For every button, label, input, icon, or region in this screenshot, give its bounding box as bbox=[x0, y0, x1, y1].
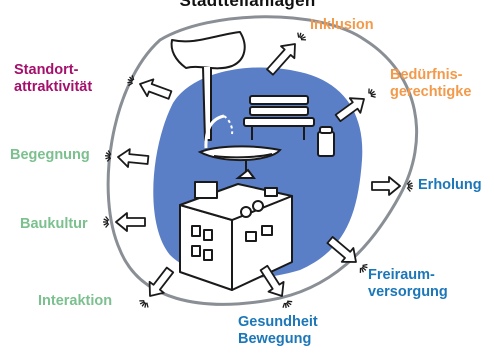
arrow-standortattraktivitaet bbox=[139, 78, 173, 100]
bench-icon bbox=[243, 95, 315, 140]
label-freiraumversorgung: Freiraum-versorgung bbox=[368, 267, 448, 300]
tree-icon bbox=[170, 31, 246, 141]
arrow-freiraumversorgung bbox=[326, 235, 357, 263]
label-baukultur: Baukultur bbox=[20, 216, 88, 232]
label-interaktion: Interaktion bbox=[38, 293, 113, 309]
arrow-beduerfnisgerechtigkeit-burst bbox=[368, 88, 376, 98]
arrow-begegnung-burst bbox=[105, 150, 112, 162]
arrow-inklusion bbox=[266, 43, 296, 76]
arrow-standortattraktivitaet-burst bbox=[127, 75, 135, 87]
arrow-gesundheit-bewegung bbox=[259, 264, 285, 297]
arrow-interaktion-burst bbox=[139, 300, 149, 308]
arrow-baukultur bbox=[115, 212, 146, 232]
label-inklusion: Inklusion bbox=[310, 17, 374, 33]
arrow-inklusion-burst bbox=[297, 32, 307, 41]
label-beduerfnisgerechtigkeit: Bedürfnis-gerechtigke bbox=[390, 67, 472, 100]
outer-frame bbox=[106, 15, 419, 306]
arrow-freiraumversorgung-burst bbox=[359, 263, 368, 273]
arrow-interaktion bbox=[148, 266, 175, 297]
building-icon bbox=[179, 181, 293, 291]
label-begegnung: Begegnung bbox=[10, 147, 90, 163]
arrow-beduerfnisgerechtigkeit bbox=[334, 97, 365, 123]
diagram-title: Stadtteilanlagen bbox=[179, 0, 316, 10]
trash-bin-icon bbox=[317, 126, 335, 157]
arrow-gesundheit-bewegung-burst bbox=[282, 300, 293, 309]
arrow-begegnung bbox=[117, 148, 150, 168]
arrow-erholung-burst bbox=[406, 180, 413, 192]
arrow-erholung bbox=[371, 176, 401, 196]
label-erholung: Erholung bbox=[418, 177, 482, 193]
arrow-baukultur-burst bbox=[103, 216, 110, 228]
label-standortattraktivitaet: Standort-attraktivität bbox=[14, 62, 93, 95]
fountain-icon bbox=[197, 114, 282, 179]
